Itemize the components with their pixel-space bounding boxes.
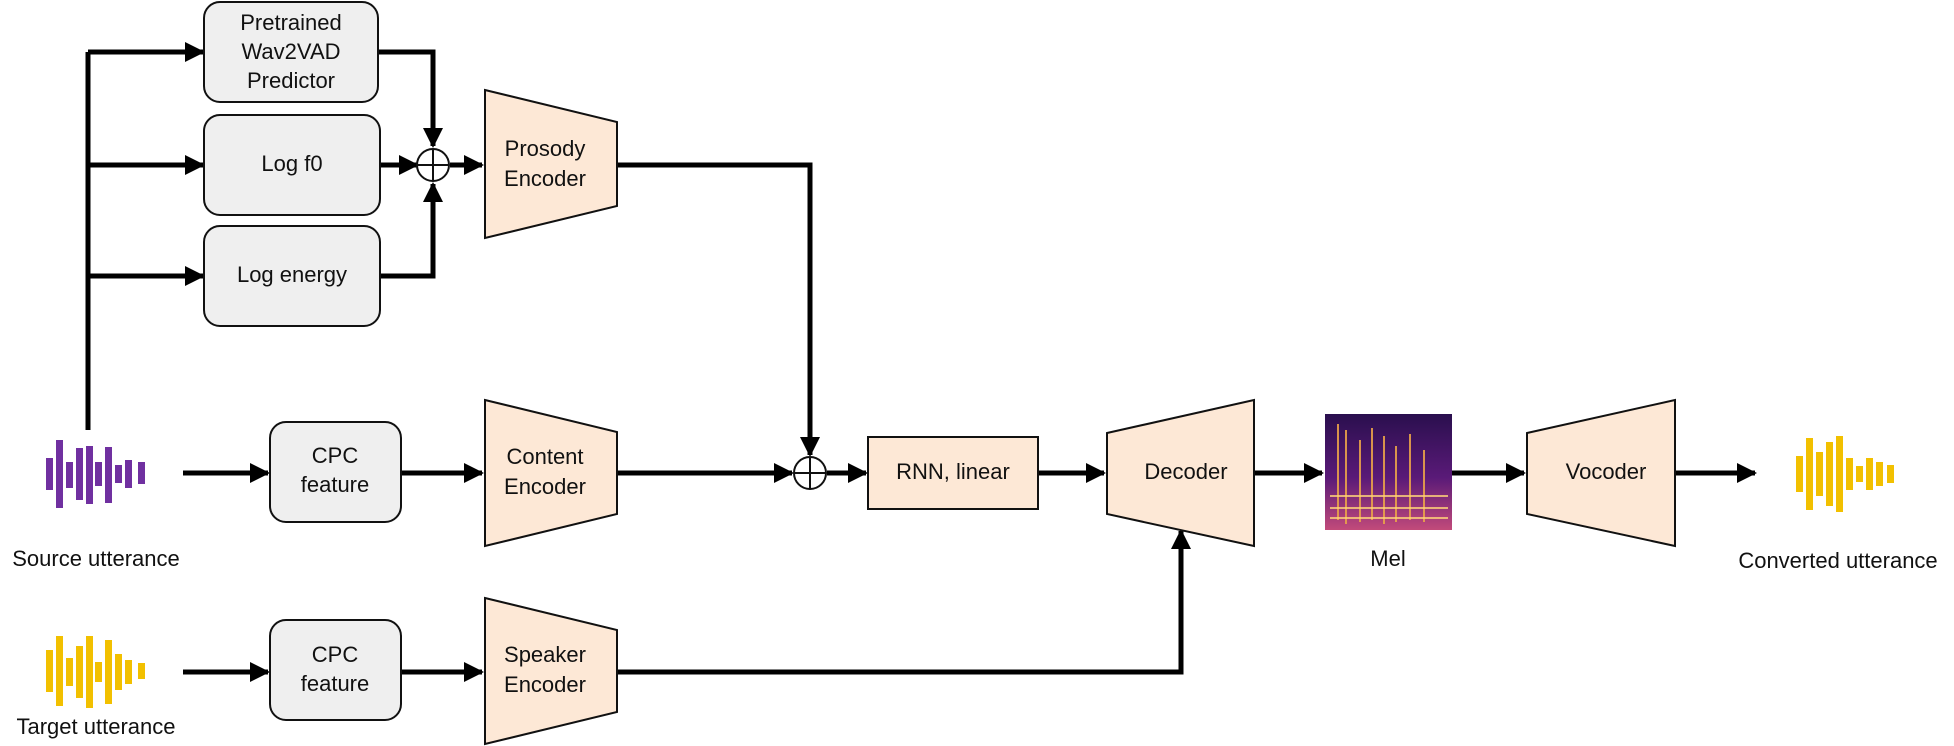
- source-waveform-icon: [46, 440, 145, 508]
- vocoder: Vocoder: [1526, 398, 1676, 548]
- cpc-feature-source-box: CPC feature: [269, 421, 402, 523]
- mel-spectrogram-icon: [1325, 414, 1452, 530]
- log-f0-box: Log f0: [203, 114, 381, 216]
- svg-text:Encoder: Encoder: [504, 672, 586, 697]
- speaker-encoder: Speaker Encoder: [484, 596, 618, 746]
- svg-text:Log energy: Log energy: [237, 262, 347, 287]
- svg-text:Prosody: Prosody: [505, 136, 586, 161]
- svg-text:Wav2VAD: Wav2VAD: [241, 39, 340, 64]
- log-energy-box: Log energy: [203, 225, 381, 327]
- rnn-linear-box: RNN, linear: [867, 436, 1039, 510]
- prosody-encoder: Prosody Encoder: [484, 88, 618, 240]
- svg-text:Speaker: Speaker: [504, 642, 586, 667]
- svg-text:Content: Content: [506, 444, 583, 469]
- svg-text:CPC: CPC: [312, 443, 359, 468]
- edge-speaker-to-decoder: [617, 529, 1191, 675]
- decoder: Decoder: [1106, 398, 1255, 548]
- main-sum-circled-plus-icon: [793, 456, 827, 490]
- edge-wav2vad-to-sum: [378, 49, 443, 148]
- svg-text:RNN, linear: RNN, linear: [896, 459, 1010, 484]
- target-utterance-caption: Target utterance: [17, 714, 176, 739]
- content-encoder: Content Encoder: [484, 398, 618, 548]
- prosody-sum-circled-plus-icon: [416, 148, 450, 182]
- edge-prosody-to-sum: [617, 162, 820, 457]
- svg-text:feature: feature: [301, 472, 370, 497]
- wav2vad-predictor-box: Pretrained Wav2VAD Predictor: [203, 1, 379, 103]
- edge-log-energy-to-sum: [380, 182, 443, 279]
- svg-text:Vocoder: Vocoder: [1566, 459, 1647, 484]
- mel-caption: Mel: [1370, 546, 1405, 571]
- svg-text:Log f0: Log f0: [261, 151, 322, 176]
- converted-waveform-icon: [1796, 436, 1894, 512]
- target-waveform-icon: [46, 636, 145, 708]
- svg-text:CPC: CPC: [312, 642, 359, 667]
- svg-text:Pretrained: Pretrained: [240, 10, 342, 35]
- edges: [85, 42, 1757, 682]
- converted-utterance-caption: Converted utterance: [1738, 548, 1937, 573]
- svg-text:feature: feature: [301, 671, 370, 696]
- cpc-feature-target-box: CPC feature: [269, 619, 402, 721]
- svg-text:Predictor: Predictor: [247, 68, 335, 93]
- svg-text:Decoder: Decoder: [1144, 459, 1227, 484]
- source-utterance-caption: Source utterance: [12, 546, 180, 571]
- svg-text:Encoder: Encoder: [504, 166, 586, 191]
- svg-text:Encoder: Encoder: [504, 474, 586, 499]
